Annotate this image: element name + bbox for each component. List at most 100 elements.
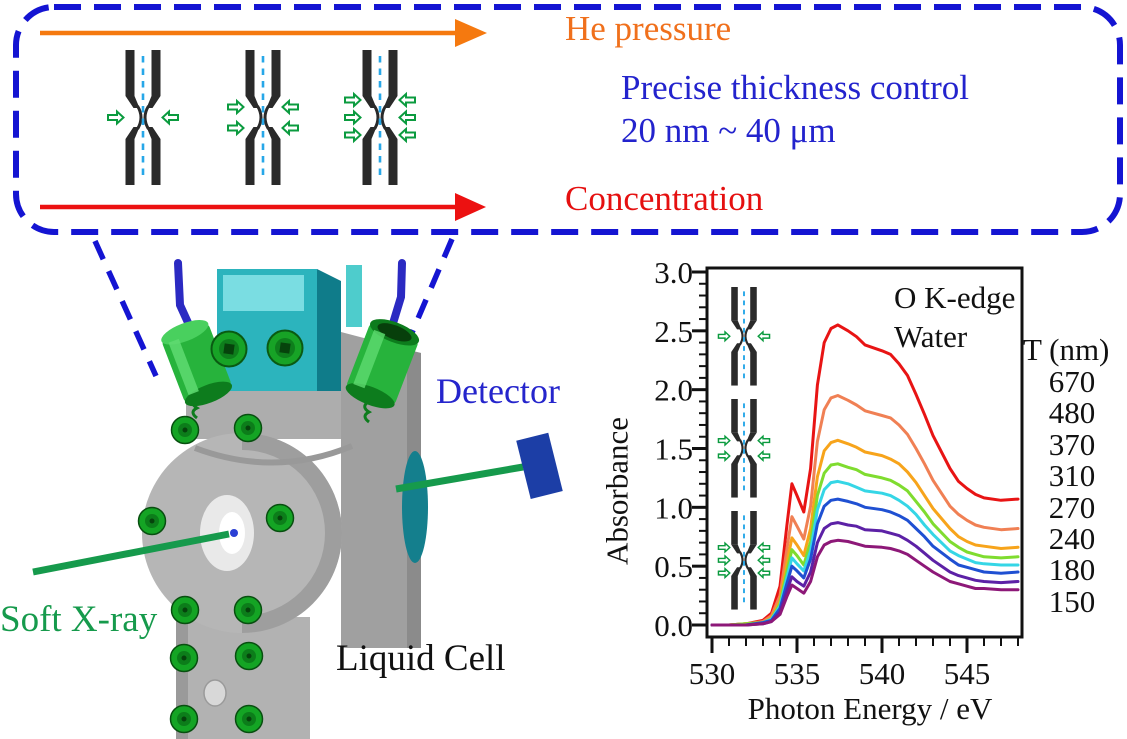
legend-entry-370nm: 370 bbox=[1048, 426, 1096, 462]
y-tick-label: 2.5 bbox=[654, 314, 693, 349]
spectrum-curve-480nm bbox=[710, 394, 1020, 627]
soft-xray-label: Soft X-ray bbox=[0, 599, 158, 640]
thickness-control-line2: 20 nm ~ 40 μm bbox=[621, 111, 836, 150]
pressure-arrow-left bbox=[757, 567, 771, 580]
legend-entry-310nm: 310 bbox=[1048, 458, 1096, 494]
y-tick-label: 1.5 bbox=[654, 431, 693, 466]
legend-entry-150nm: 150 bbox=[1048, 583, 1096, 619]
top-block-side bbox=[317, 269, 341, 396]
aperture-window bbox=[230, 529, 238, 537]
liquid-cell-label: Liquid Cell bbox=[336, 638, 506, 679]
side-slab bbox=[341, 332, 421, 648]
membrane-cell-schematic-2pair bbox=[717, 399, 771, 498]
legend-entry-670nm: 670 bbox=[1048, 364, 1096, 399]
pressure-arrow-left bbox=[757, 330, 771, 343]
membrane-cell-schematic-3pair bbox=[717, 511, 771, 610]
pressure-arrow-left bbox=[398, 109, 416, 126]
xray-beam-incoming bbox=[32, 530, 230, 576]
spectrum-curve-670nm bbox=[710, 323, 1020, 627]
pressure-arrow-left bbox=[757, 541, 771, 554]
spectra-curves bbox=[710, 323, 1020, 627]
chart-annotation-line2: Water bbox=[894, 319, 968, 354]
thickness-control-panel-border bbox=[13, 4, 1123, 235]
green-screw bbox=[169, 643, 199, 673]
pressure-arrow-right bbox=[717, 554, 731, 567]
green-screw bbox=[170, 595, 200, 625]
socket-screws bbox=[210, 329, 304, 368]
chart-annotation-line1: O K-edge bbox=[894, 280, 1016, 315]
legend-entry-180nm: 180 bbox=[1048, 552, 1096, 588]
pressure-arrow-left bbox=[757, 449, 771, 462]
y-axis-label: Absorbance bbox=[599, 416, 635, 566]
thickness-control-line1: Precise thickness control bbox=[621, 68, 969, 107]
legend-entry-240nm: 240 bbox=[1048, 521, 1096, 557]
pressure-arrow-right bbox=[717, 434, 731, 447]
y-tick-label: 0.5 bbox=[654, 549, 693, 584]
y-tick-label: 0.0 bbox=[654, 608, 693, 643]
liquid-cell-render bbox=[32, 259, 563, 739]
pressure-arrow-left bbox=[161, 109, 179, 126]
top-block-highlight bbox=[223, 275, 304, 311]
green-screw bbox=[170, 415, 200, 445]
pressure-arrow-right bbox=[344, 109, 362, 126]
membrane-cell-schematic-2pair bbox=[227, 50, 299, 185]
pressure-arrow-left bbox=[281, 98, 299, 116]
pressure-arrow-left bbox=[757, 554, 771, 567]
spectrum-curve-150nm bbox=[710, 538, 1020, 627]
cell-body-teal-edge bbox=[402, 451, 428, 563]
spectrum-curve-370nm bbox=[710, 438, 1020, 627]
front-disc-bevel bbox=[242, 433, 342, 633]
panel-membrane-schematics bbox=[107, 50, 416, 185]
fitting-right bbox=[345, 319, 420, 409]
x-tick-label: 535 bbox=[774, 656, 821, 691]
socket-head-screw bbox=[210, 330, 248, 368]
he-pressure-arrow-head bbox=[455, 19, 487, 47]
membrane-cell-schematic-1pair bbox=[717, 287, 771, 386]
chart-inset-schematics bbox=[717, 287, 771, 610]
green-screw bbox=[233, 595, 263, 625]
pressure-arrow-left bbox=[281, 119, 299, 137]
pressure-arrow-right bbox=[717, 330, 731, 343]
y-tick-label: 3.0 bbox=[654, 255, 693, 290]
concentration-label: Concentration bbox=[565, 179, 764, 218]
x-tick-label: 545 bbox=[944, 656, 991, 691]
lower-block-hole bbox=[203, 679, 227, 707]
teal-post bbox=[346, 265, 362, 327]
socket-head-screw bbox=[266, 329, 304, 367]
green-screw bbox=[265, 503, 295, 533]
pressure-arrow-right bbox=[227, 98, 245, 116]
green-screw bbox=[137, 506, 167, 536]
pressure-arrow-left bbox=[398, 91, 416, 109]
fitting-spring-left bbox=[191, 396, 201, 420]
legend-entry-480nm: 480 bbox=[1048, 395, 1096, 431]
green-screw bbox=[234, 641, 264, 671]
pressure-arrow-right bbox=[227, 119, 245, 137]
he-pressure-label: He pressure bbox=[565, 9, 732, 48]
pressure-arrow-left bbox=[398, 126, 416, 144]
detector-box bbox=[516, 432, 563, 499]
green-screw bbox=[169, 704, 199, 734]
pressure-arrow-right bbox=[717, 567, 731, 580]
pressure-arrow-right bbox=[107, 109, 125, 126]
detector-label: Detector bbox=[436, 371, 560, 411]
green-screw bbox=[234, 704, 264, 734]
callout-dashed-line-left bbox=[92, 239, 159, 378]
green-screw bbox=[233, 413, 263, 443]
fitting-spring-right bbox=[363, 400, 373, 424]
x-tick-label: 540 bbox=[859, 656, 906, 691]
legend-entry-270nm: 270 bbox=[1048, 489, 1096, 525]
disc-screws bbox=[137, 413, 295, 734]
membrane-cell-schematic-3pair bbox=[344, 50, 416, 185]
y-tick-label: 2.0 bbox=[654, 373, 693, 408]
concentration-arrow-head bbox=[455, 193, 486, 221]
mount-shadow bbox=[193, 443, 354, 466]
membrane-cell-schematic-1pair bbox=[107, 50, 179, 185]
x-axis-label: Photon Energy / eV bbox=[747, 691, 993, 726]
legend-title: T (nm) bbox=[1023, 332, 1110, 367]
xray-beam-outgoing bbox=[395, 463, 524, 493]
